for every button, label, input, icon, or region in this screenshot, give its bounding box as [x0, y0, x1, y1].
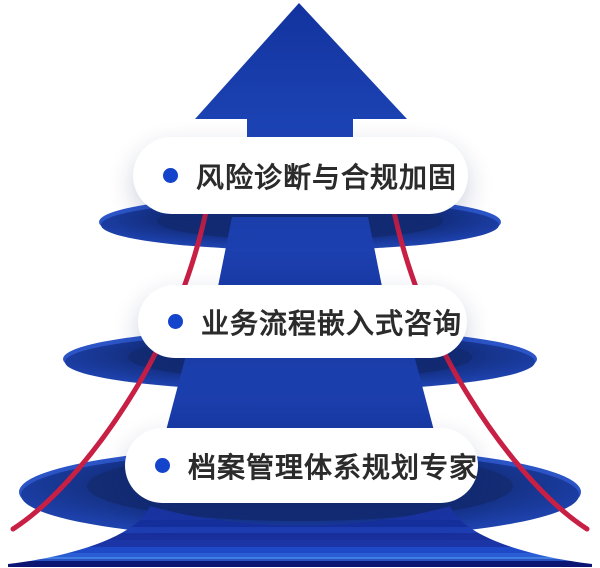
level-1-label: 风险诊断与合规加固 — [196, 161, 458, 193]
level-3-label: 档案管理体系规划专家 — [188, 451, 479, 483]
left-red-curve — [10, 199, 211, 532]
level-pill-3: 档案管理体系规划专家 — [125, 428, 478, 503]
dot-icon — [163, 168, 178, 183]
up-arrow — [195, 3, 407, 152]
level-pill-2: 业务流程嵌入式咨询 — [138, 285, 467, 358]
level-pill-1: 风险诊断与合规加固 — [133, 137, 468, 214]
right-red-curve — [389, 199, 590, 532]
dot-icon — [168, 314, 183, 329]
dot-icon — [155, 458, 170, 473]
level-2-label: 业务流程嵌入式咨询 — [201, 307, 463, 339]
